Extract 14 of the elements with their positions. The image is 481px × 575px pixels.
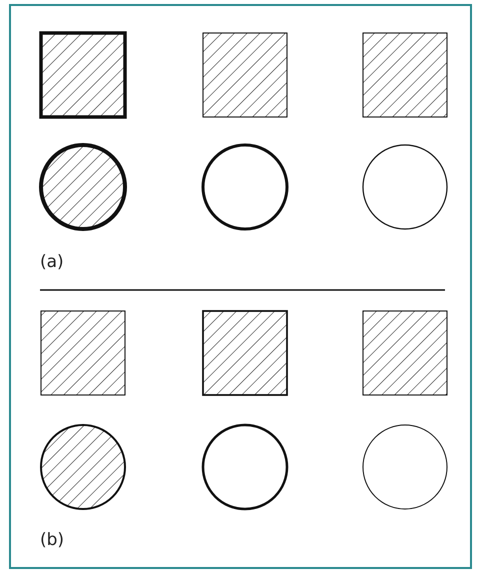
panel-label: (a) xyxy=(40,252,64,272)
circle xyxy=(362,424,448,510)
hatched-square xyxy=(40,310,126,396)
hatched-square xyxy=(202,310,288,396)
hatched-square xyxy=(202,32,288,118)
hatched-square xyxy=(39,31,127,119)
circle xyxy=(362,144,448,230)
circle xyxy=(202,144,288,230)
hatched-square xyxy=(362,32,448,118)
hatched-square xyxy=(362,310,448,396)
panel-label: (b) xyxy=(40,530,64,550)
hatched-circle xyxy=(39,143,127,231)
hatched-circle xyxy=(40,424,126,510)
circle xyxy=(202,424,288,510)
